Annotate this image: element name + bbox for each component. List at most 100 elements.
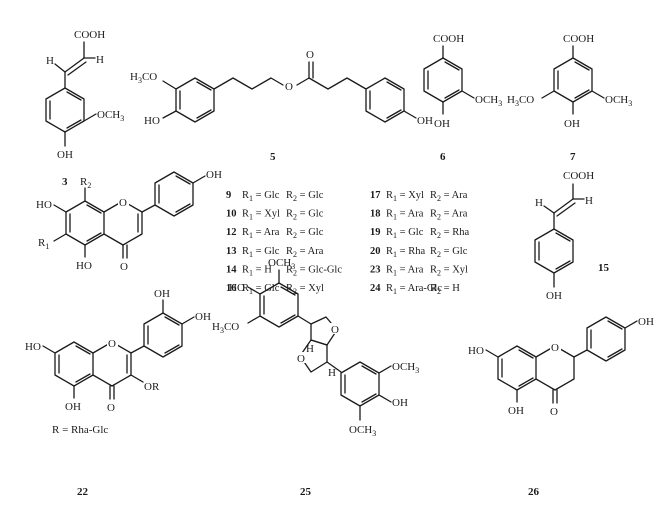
c7-oh-label: OH xyxy=(564,118,580,130)
c3-oh-label: OH xyxy=(57,149,73,161)
r2-value: R2 = Xyl xyxy=(286,283,324,296)
compound-number: 23 xyxy=(370,264,381,275)
c25-h-top-label: H xyxy=(306,343,314,355)
r2-value: R2 = Glc-Glc xyxy=(286,264,342,277)
compound-number: 12 xyxy=(226,227,237,238)
compound-number: 19 xyxy=(370,227,381,238)
c22-o-ring-label: O xyxy=(108,338,116,350)
r1-value: R1 = Rha xyxy=(386,246,425,259)
c22-number: 22 xyxy=(77,486,89,498)
c25-oh-right-label: OH xyxy=(392,397,408,409)
flavone-core-structure: O O R2 HO R1 HO OH xyxy=(36,169,222,273)
c7-number: 7 xyxy=(570,151,576,163)
c22-r-definition: R = Rha-Glc xyxy=(52,424,108,436)
compound-number: 10 xyxy=(226,209,237,220)
compound-7: COOH H3CO OCH3 OH 7 xyxy=(507,33,632,163)
c5-number: 5 xyxy=(270,151,276,163)
r1-value: R1 = Xyl xyxy=(242,209,280,222)
c22-o-keto-label: O xyxy=(107,402,115,414)
table-row: 23 R1 = Ara R2 = Xyl xyxy=(370,264,468,277)
core-ho-top-label: HO xyxy=(36,199,52,211)
c5-h3co-label: H3CO xyxy=(130,71,157,85)
r1-value: R1 = Glc xyxy=(242,246,280,259)
table-row: 19 R1 = Glc R2 = Rha xyxy=(370,227,469,240)
c3-och3-label: OCH3 xyxy=(97,109,124,123)
compound-number: 17 xyxy=(370,190,381,201)
compound-number: 16 xyxy=(226,283,237,294)
c25-och3-bottom-label: OCH3 xyxy=(349,424,376,438)
c26-ho-label: HO xyxy=(468,345,484,357)
core-o-keto-label: O xyxy=(120,261,128,273)
core-ho-bottom-label: HO xyxy=(76,260,92,272)
table-row: 20 R1 = Rha R2 = Glc xyxy=(370,246,468,259)
c6-och3-label: OCH3 xyxy=(475,94,502,108)
r1-value: R1 = Ara xyxy=(386,264,424,277)
c25-och3-top-label: OCH3 xyxy=(268,257,295,271)
c3-h-left-label: H xyxy=(46,55,54,67)
compound-15: COOH H H OH 15 xyxy=(534,170,610,302)
compound-26: O O OH HO OH 26 xyxy=(468,316,654,498)
c7-h3co-label: H3CO xyxy=(507,94,534,108)
table-row: 14 R1 = H R2 = Glc-Glc xyxy=(226,264,342,277)
r2-value: R2 = Ara xyxy=(430,190,468,203)
core-r1-label: R1 xyxy=(38,237,49,251)
c22-or-label: OR xyxy=(144,381,160,393)
core-o-ring-label: O xyxy=(119,197,127,209)
c22-oh-bottom-label: OH xyxy=(65,401,81,413)
compound-number: 14 xyxy=(226,264,237,275)
r1-value: R1 = H xyxy=(242,264,272,277)
c22-ho-label: HO xyxy=(25,341,41,353)
c6-oh-label: OH xyxy=(434,118,450,130)
c26-oh-bottom-label: OH xyxy=(508,405,524,417)
r1-value: R1 = Xyl xyxy=(386,190,424,203)
compound-number: 9 xyxy=(226,190,231,201)
compound-number: 13 xyxy=(226,246,237,257)
compound-number: 20 xyxy=(370,246,381,257)
r2-value: R2 = Rha xyxy=(430,227,469,240)
compound-number: 24 xyxy=(370,283,381,294)
compound-3: COOH H H OCH3 OH 3 xyxy=(45,29,124,188)
r2-value: R2 = Glc xyxy=(286,190,324,203)
c25-number: 25 xyxy=(300,486,312,498)
c6-number: 6 xyxy=(440,151,446,163)
c15-h-left-label: H xyxy=(535,197,543,209)
c15-cooh-label: COOH xyxy=(563,170,594,182)
c22-oh1-label: OH xyxy=(154,288,170,300)
c15-number: 15 xyxy=(598,262,610,274)
compound-6: COOH OCH3 OH 6 xyxy=(423,33,502,163)
r2-value: R2 = Glc xyxy=(286,227,324,240)
r1-value: R1 = Glc xyxy=(386,227,424,240)
r2-value: R2 = Glc xyxy=(430,246,468,259)
table-row: 12 R1 = Ara R2 = Glc xyxy=(226,227,324,240)
compound-5: O O H3CO HO OH 5 xyxy=(130,49,433,163)
substituent-table: 9 R1 = Glc R2 = Glc 10 R1 = Xyl R2 = Glc 12 R1 … xyxy=(226,190,469,296)
r2-value: R2 = Xyl xyxy=(430,264,468,277)
c7-och3-label: OCH3 xyxy=(605,94,632,108)
c3-cooh-label: COOH xyxy=(74,29,105,41)
compound-25: O O H H OCH3 HO H3CO OCH3 OH OCH3 25 xyxy=(212,257,419,498)
c26-o-keto-label: O xyxy=(550,406,558,418)
r2-value: R2 = H xyxy=(430,283,460,296)
r2-value: R2 = Ara xyxy=(286,246,324,259)
table-row: 13 R1 = Glc R2 = Ara xyxy=(226,246,324,259)
r1-value: R1 = Ara xyxy=(242,227,280,240)
c26-oh-label: OH xyxy=(638,316,654,328)
core-oh-label: OH xyxy=(206,169,222,181)
r1-value: R1 = Ara xyxy=(386,209,424,222)
c5-o-keto-label: O xyxy=(306,49,314,61)
c7-cooh-label: COOH xyxy=(563,33,594,45)
compound-number: 18 xyxy=(370,209,381,220)
c5-ho-label: HO xyxy=(144,115,160,127)
c3-h-label: H xyxy=(96,54,104,66)
c15-oh-label: OH xyxy=(546,290,562,302)
c3-number: 3 xyxy=(62,176,68,188)
r1-value: R1 = Glc xyxy=(242,283,280,296)
c25-o-top-label: O xyxy=(331,324,339,336)
c22-oh2-label: OH xyxy=(195,311,211,323)
r2-value: R2 = Ara xyxy=(430,209,468,222)
c25-och3-right-label: OCH3 xyxy=(392,361,419,375)
compound-22: O O OH OH HO OH OR R = Rha-Glc 22 xyxy=(25,288,211,498)
c25-ho-label: HO xyxy=(229,282,245,294)
